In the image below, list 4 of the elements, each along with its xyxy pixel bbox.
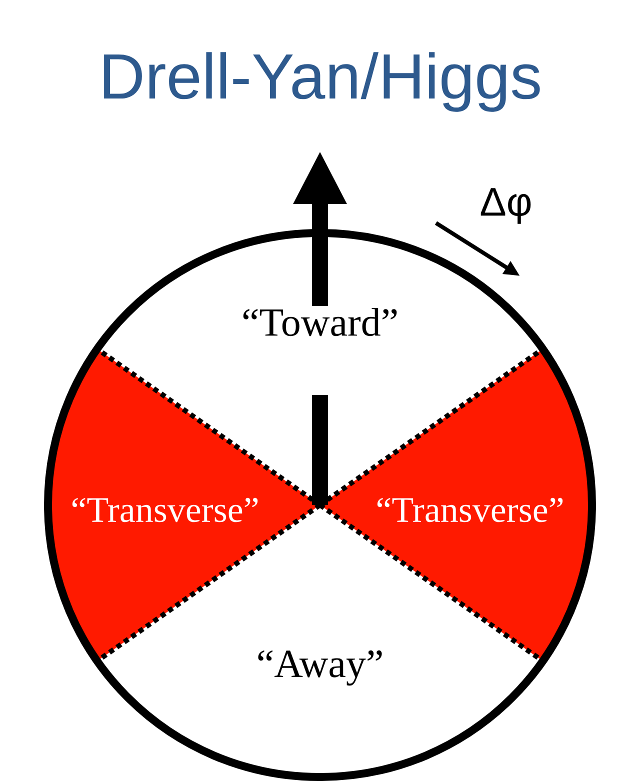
title: Drell-Yan/Higgs — [104, 52, 540, 112]
region-label: “Toward” — [243, 308, 397, 336]
circle — [44, 229, 596, 781]
angle-label: Δφ — [480, 188, 531, 224]
